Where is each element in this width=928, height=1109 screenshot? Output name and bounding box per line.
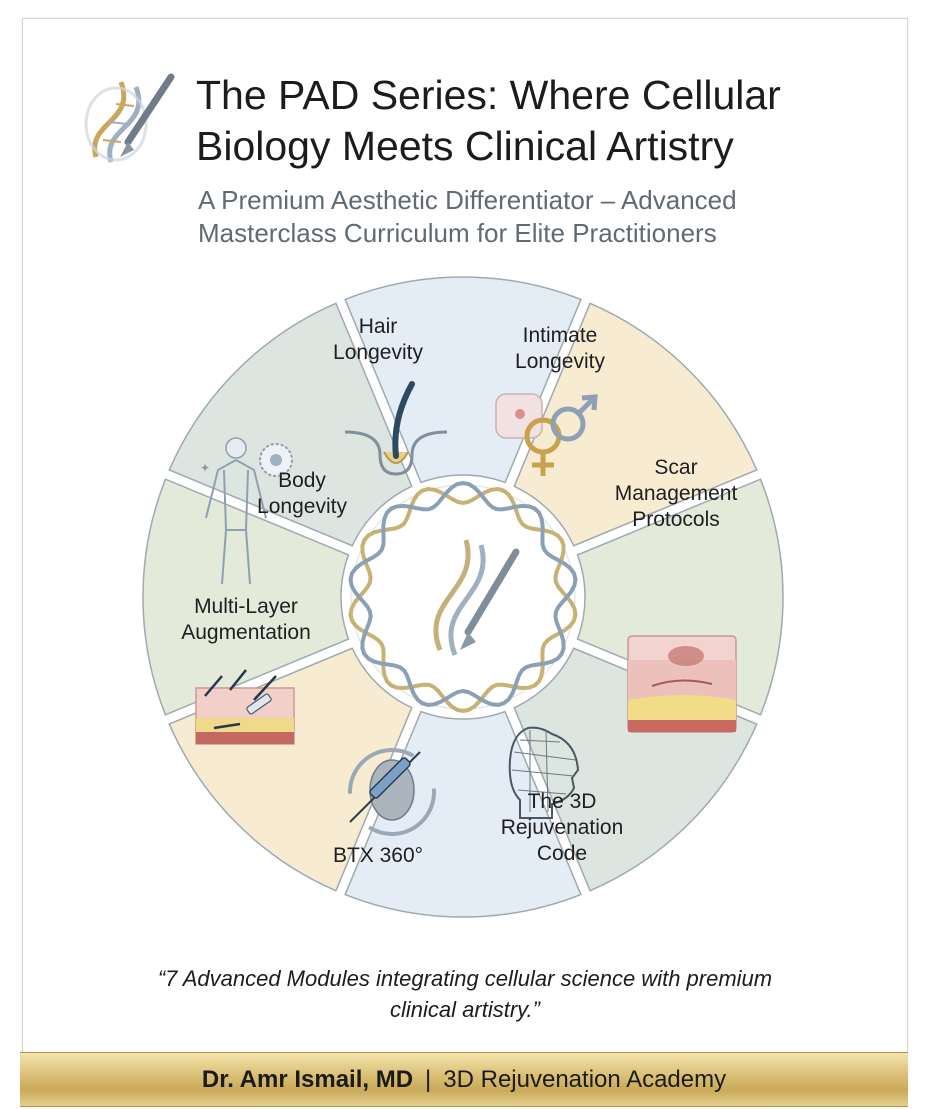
module-label-btx: BTX 360° (333, 844, 423, 867)
footer-banner: Dr. Amr Ismail, MD | 3D Rejuvenation Aca… (0, 1030, 928, 1109)
module-segment-body (168, 302, 413, 547)
module-label-line: Multi-Layer (194, 595, 298, 618)
dna-paintbrush-icon (433, 539, 520, 656)
header: The PAD Series: Where Cellular Biology M… (0, 0, 928, 270)
module-label-line: Body (278, 469, 326, 492)
author-name: Dr. Amr Ismail, MD (201, 1065, 414, 1093)
module-segment-intimate (513, 302, 758, 547)
module-label-line: Rejuvenation (501, 816, 624, 839)
module-label-line: Scar (654, 456, 697, 479)
dna-paintbrush-icon (84, 73, 175, 163)
hair-follicle-icon (344, 381, 448, 476)
module-label-line: Longevity (257, 495, 347, 518)
module-label-line: The 3D (528, 790, 597, 813)
module-label-line: Hair (359, 315, 398, 338)
page-title: The PAD Series: Where Cellular Biology M… (196, 72, 781, 169)
module-label-line: Code (537, 842, 587, 865)
module-label-line: Longevity (333, 341, 423, 364)
center-emblem (348, 480, 578, 714)
module-segment-aug (142, 478, 350, 716)
banner-bar: Dr. Amr Ismail, MD | 3D Rejuvenation Aca… (20, 1052, 908, 1107)
module-label-line: Longevity (515, 350, 605, 373)
skin-injection-icon (195, 669, 295, 745)
banner-separator: | (425, 1065, 432, 1093)
module-label-line: Protocols (632, 508, 720, 531)
syringe-face-icon (348, 748, 436, 836)
academy-name: 3D Rejuvenation Academy (443, 1065, 727, 1093)
module-label-line: Intimate (523, 324, 598, 347)
human-body-icon: ✦ (200, 437, 293, 585)
tagline-quote: “7 Advanced Modules integrating cellular… (157, 966, 773, 1022)
wireframe-head-icon (508, 726, 580, 819)
module-label-line: Augmentation (181, 621, 311, 644)
module-label-line: BTX 360° (333, 844, 423, 867)
module-label-line: Management (615, 482, 738, 505)
gender-symbols-icon (495, 393, 598, 476)
page-subtitle: A Premium Aesthetic Differentiator – Adv… (198, 185, 737, 248)
svg-text:✦: ✦ (200, 461, 210, 475)
skin-layer-icon (627, 635, 737, 733)
